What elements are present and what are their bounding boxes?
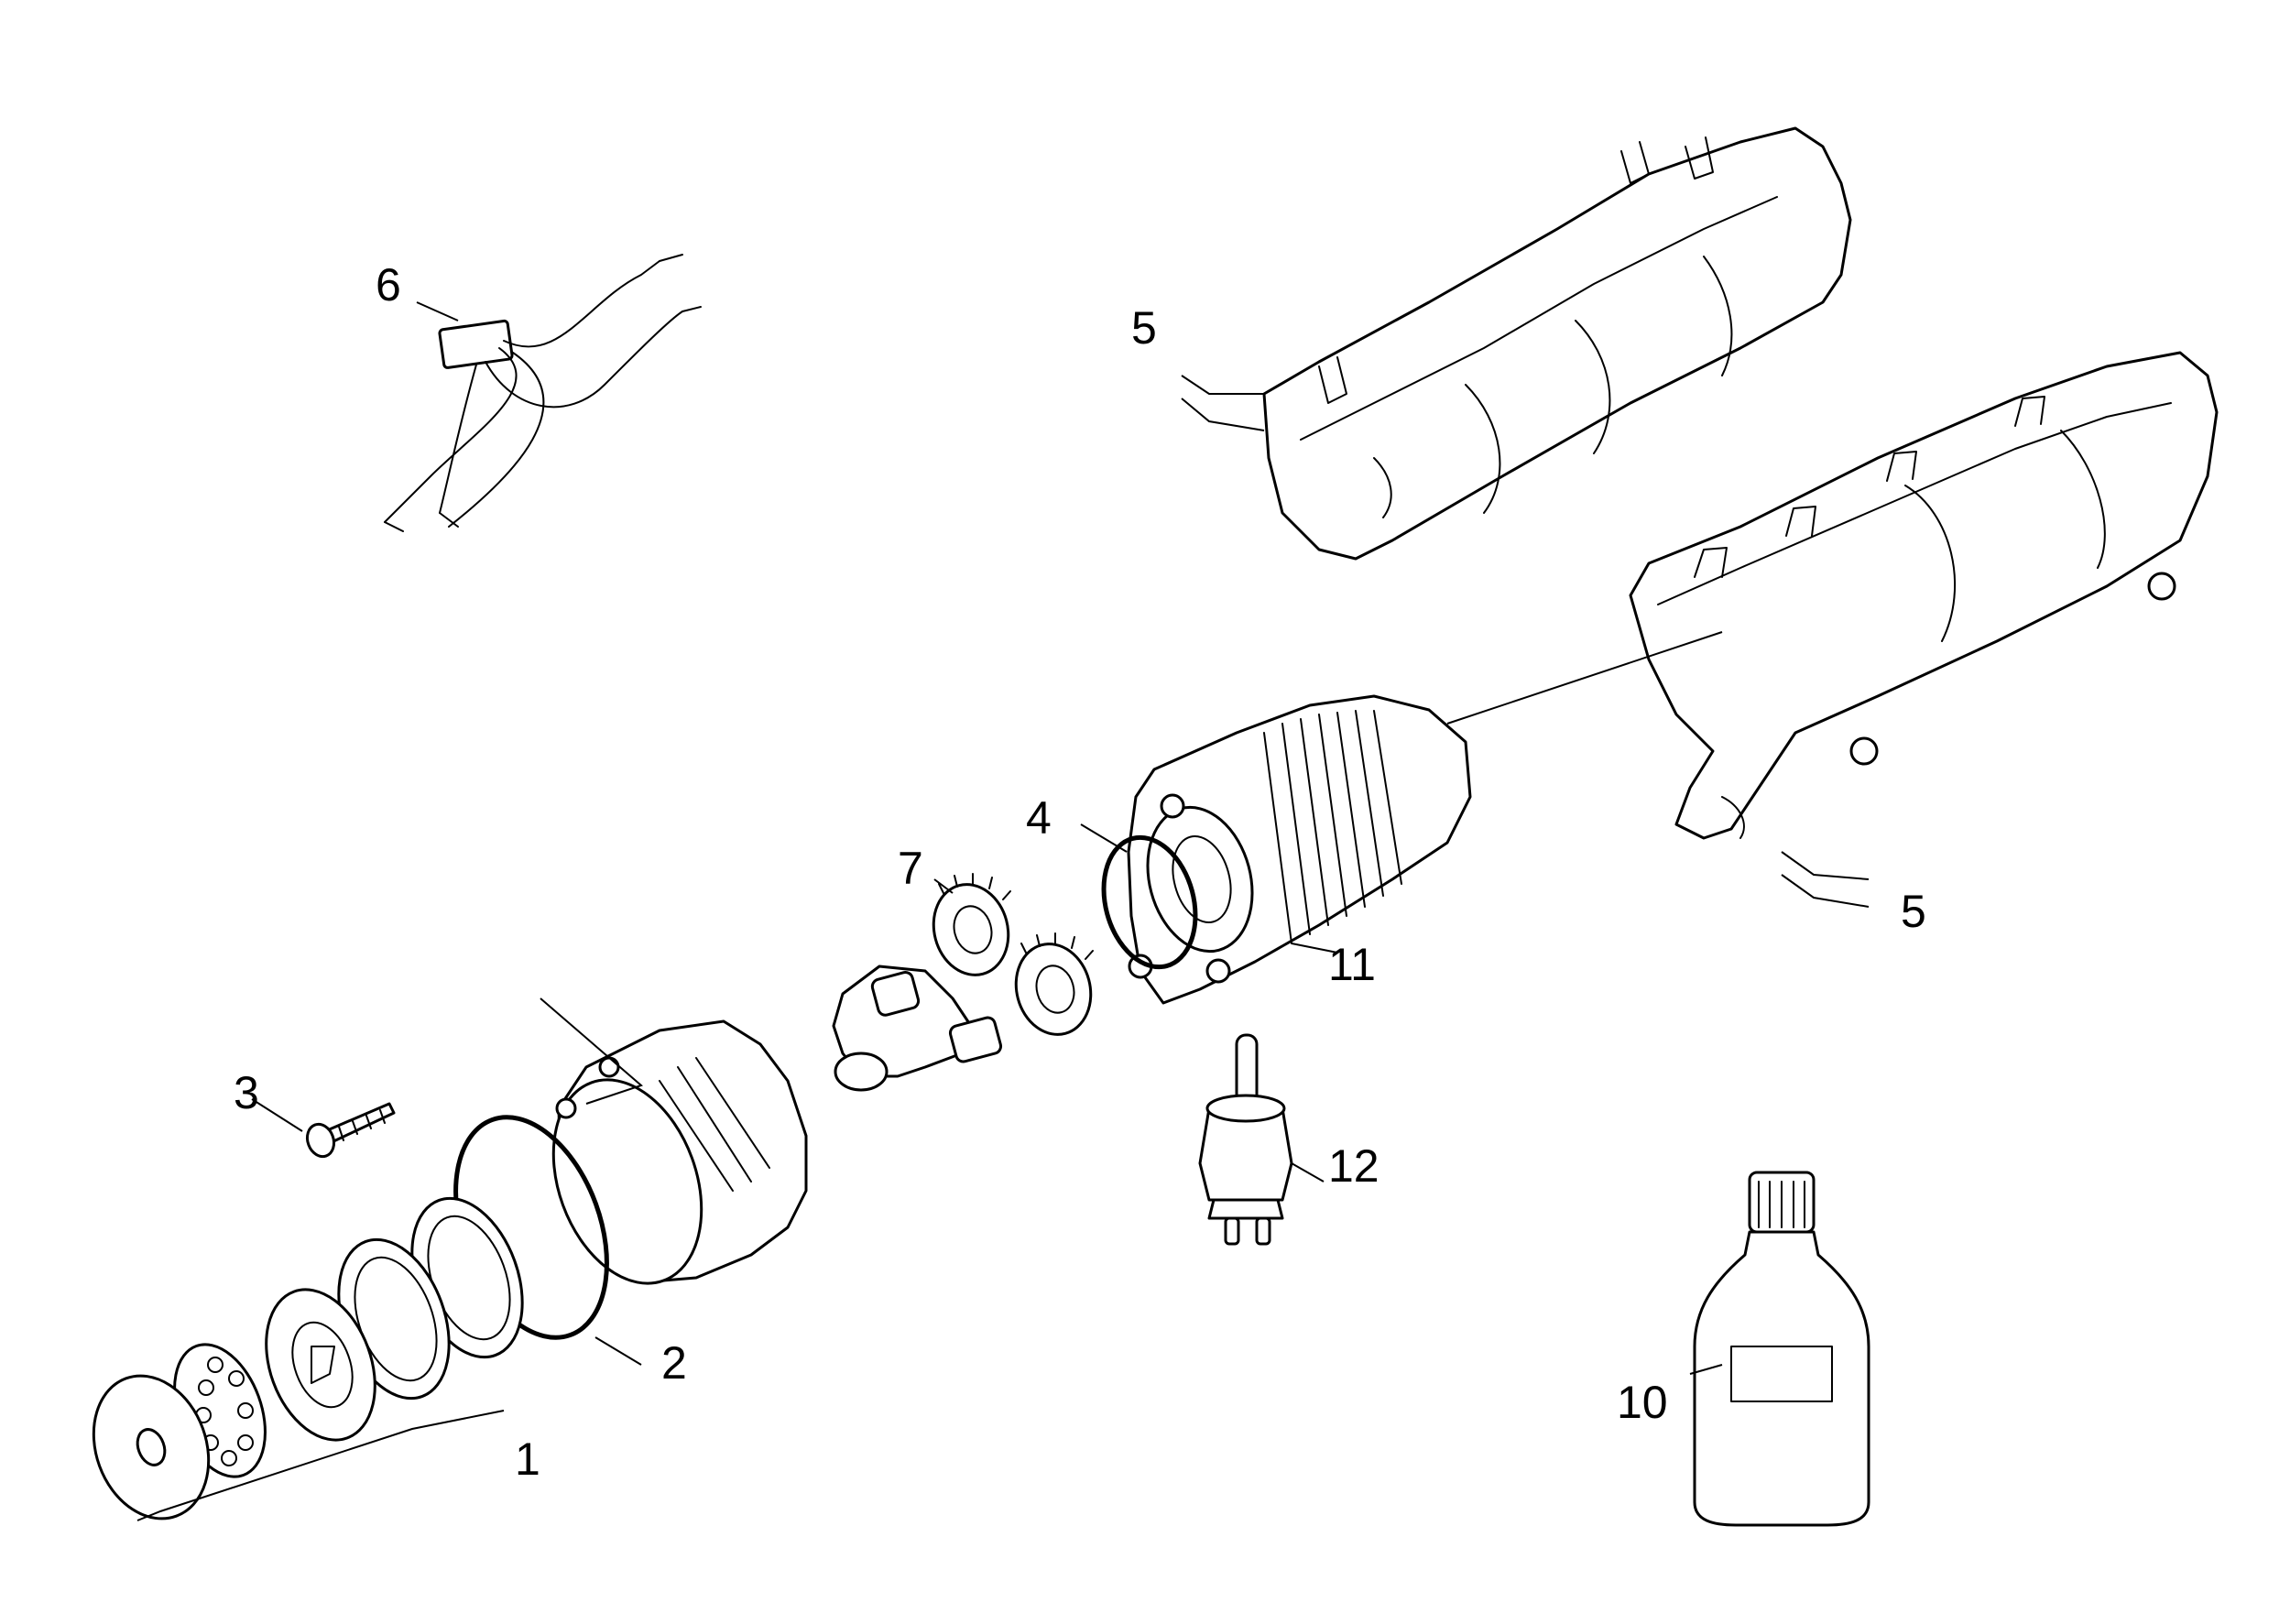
part-5-lower-housing	[1629, 351, 2219, 840]
part-5-upper-housing	[1262, 126, 1852, 561]
callout-1: 1	[515, 1433, 540, 1485]
shaft-coupling	[832, 965, 1003, 1092]
part-3-screw	[305, 1102, 396, 1159]
callout-labels: 1 2 3 4 5 5 6 7 10 11 12	[234, 259, 1926, 1485]
pump-housing	[551, 1019, 808, 1285]
callout-4: 4	[1026, 792, 1052, 844]
leader-lines	[136, 301, 1870, 1521]
callout-6: 6	[376, 259, 401, 311]
callout-2: 2	[661, 1337, 687, 1389]
part-1-plate-assembly	[92, 1196, 524, 1520]
callout-12: 12	[1328, 1140, 1379, 1192]
part-10-oil-bottle	[1693, 1171, 1870, 1527]
callout-3: 3	[234, 1067, 259, 1118]
callout-5-lower: 5	[1901, 886, 1926, 937]
callout-5-upper: 5	[1131, 302, 1157, 354]
part-11-motor	[1127, 694, 1472, 1005]
callout-11: 11	[1328, 939, 1376, 990]
part-7-gears	[932, 873, 1094, 1036]
callout-10: 10	[1617, 1377, 1668, 1428]
callout-7: 7	[898, 843, 923, 894]
part-4-o-ring	[1101, 834, 1198, 970]
part-6-wiring-harness	[384, 254, 702, 532]
part-12-mounting-foot	[1198, 1033, 1293, 1246]
